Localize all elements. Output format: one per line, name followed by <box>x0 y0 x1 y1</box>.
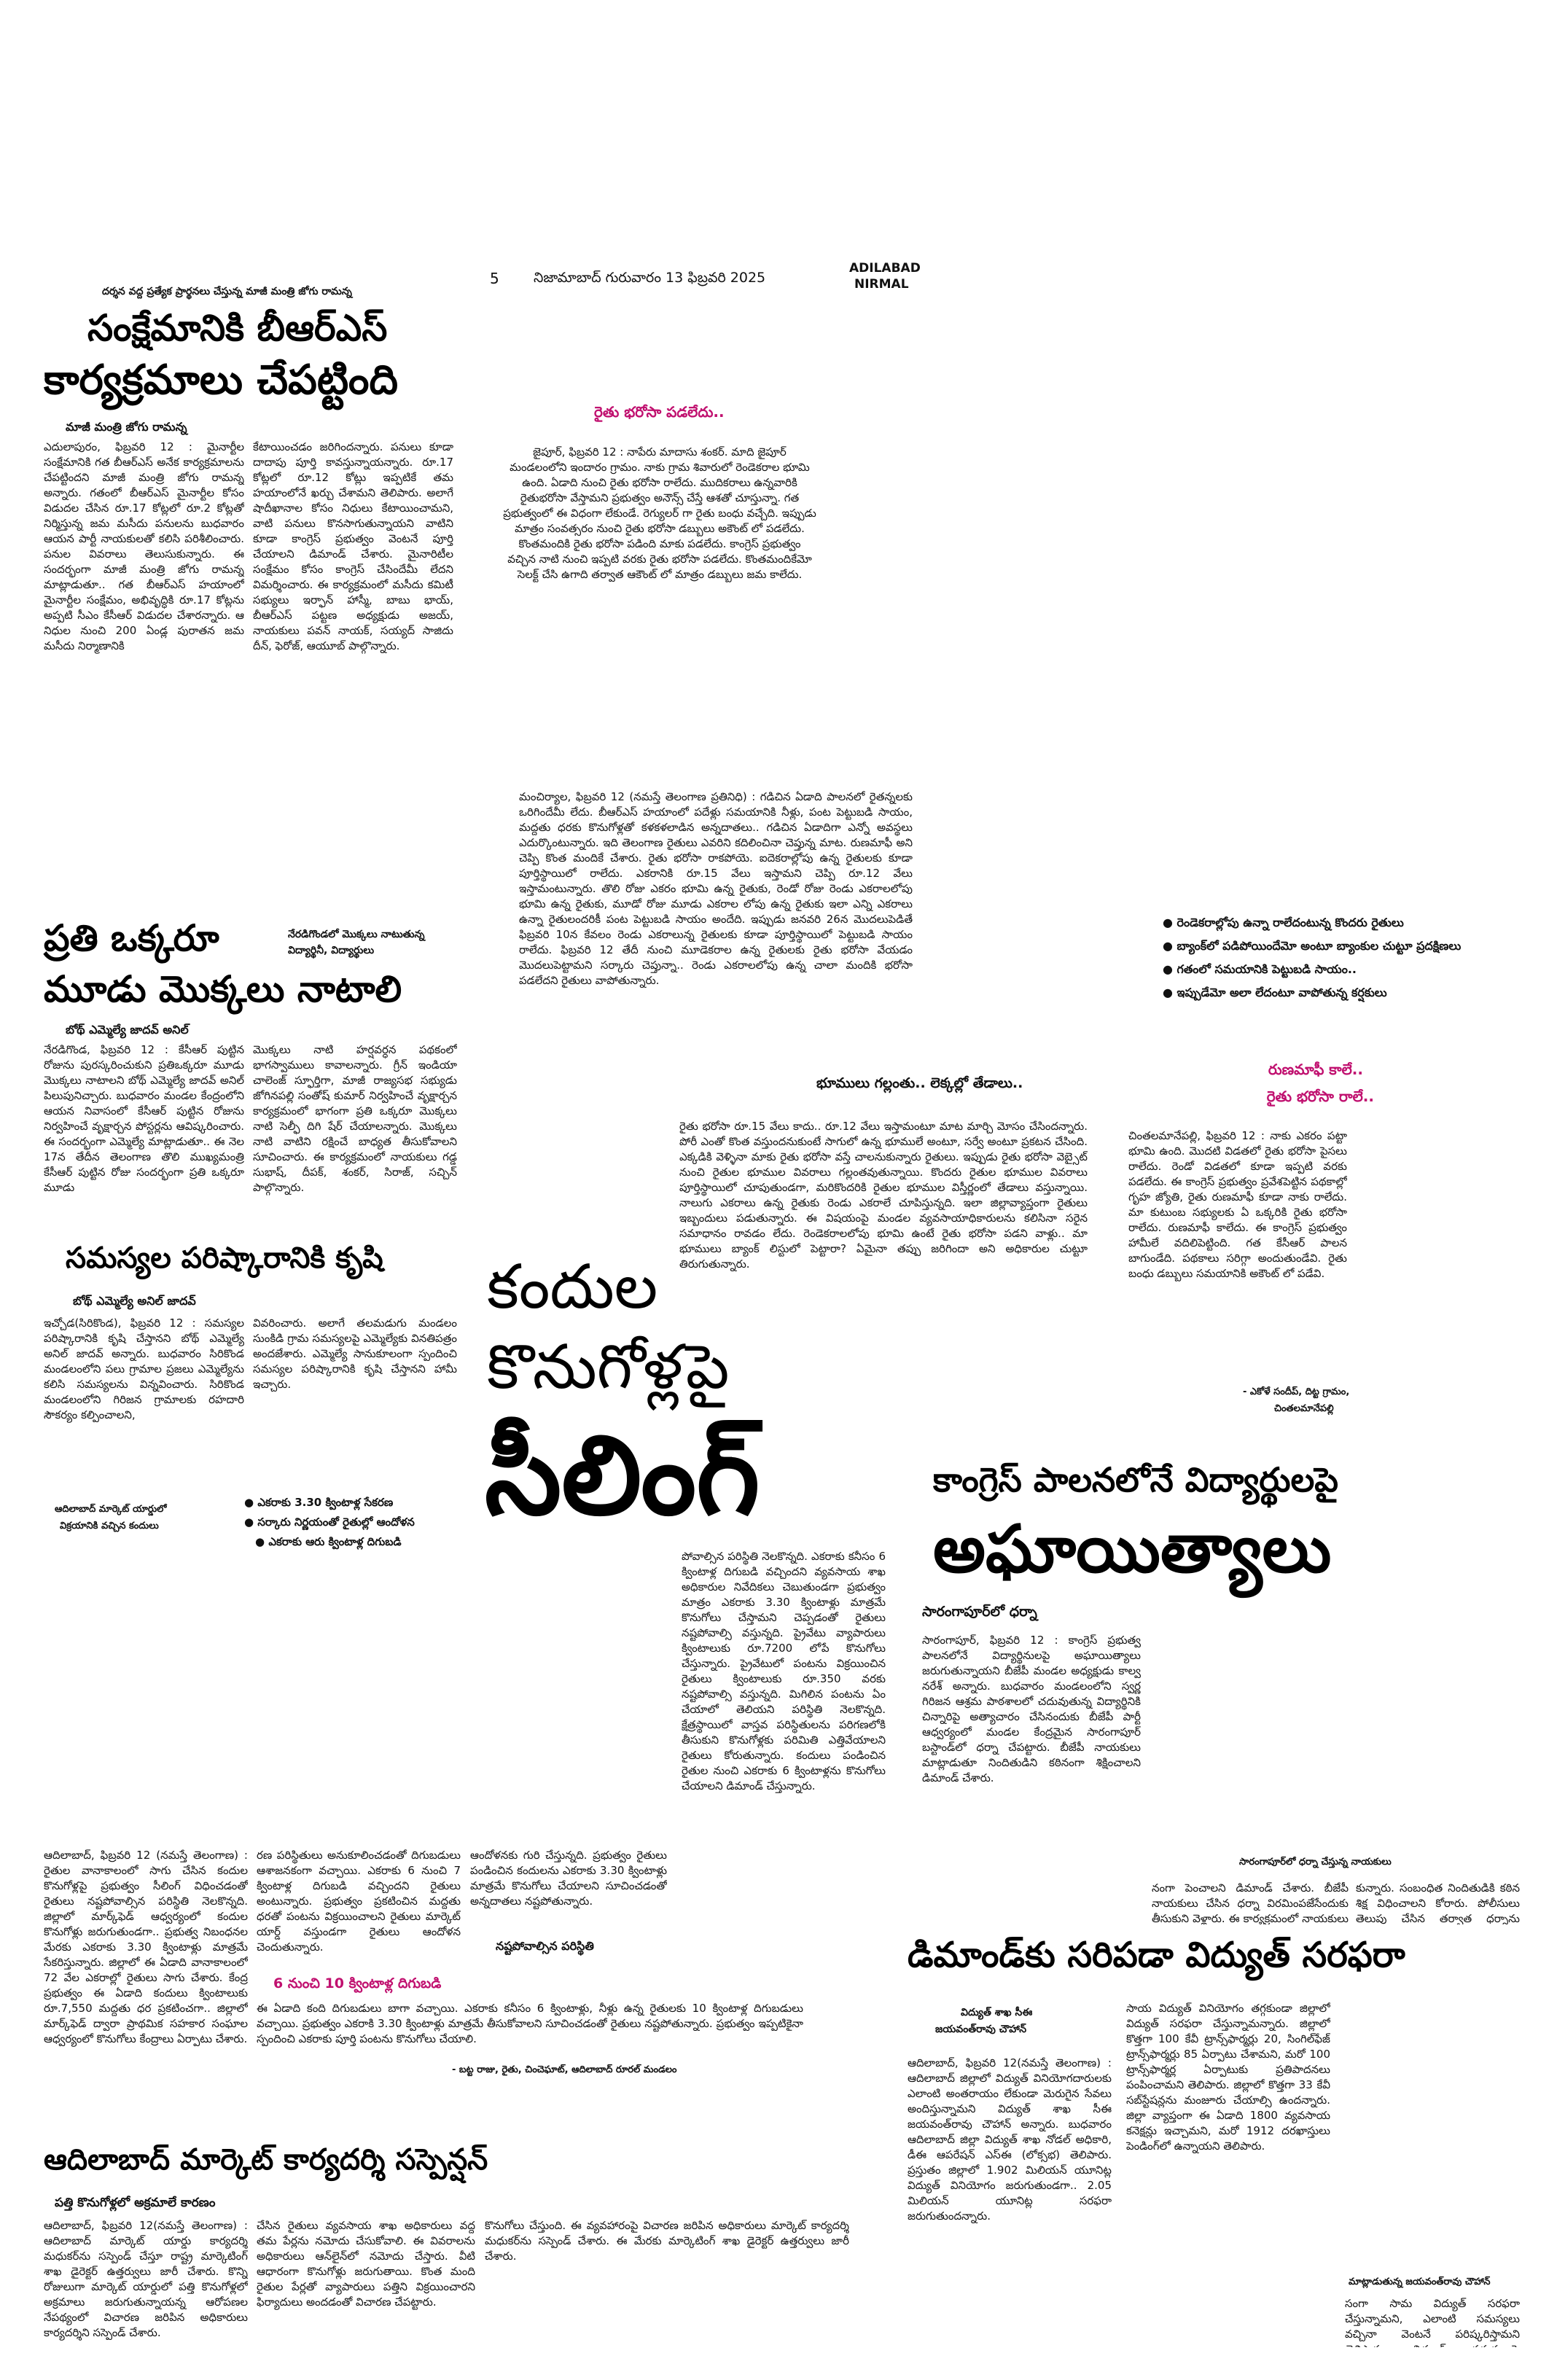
bullet-item: ఇప్పుడేమో అలా లేదంటూ వాపోతున్న కర్షకులు <box>1163 981 1527 1004</box>
story6-photo-caption-1: ఆదిలాబాద్ మార్కెట్ యార్డులో <box>55 1504 167 1515</box>
story6-quote-signature: - బట్ట రాజు, రైతు, చించెఘాట్, ఆదిలాబాద్ … <box>452 2064 677 2075</box>
story7-column-3: కున్నారు. సంబంధిత నిందితుడికి కఠిన శిక్ష… <box>1356 1881 1520 1924</box>
story6-subhead-mid: నష్టపోవాల్సిన పరిస్థితి <box>496 1939 594 1953</box>
story1-byline: మాజీ మంత్రి జోగు రామన్న <box>66 420 187 434</box>
story7-column-2: నంగా పెంచాలని డిమాండ్ చేశారు. బీజేపీ నాయ… <box>1152 1881 1349 1924</box>
story2-body: జైపూర్, ఫిబ్రవరి 12 : నాపేరు మాదాసు శంకర… <box>503 445 816 581</box>
story1-column-2: కేటాయించడం జరిగిందన్నారు. పనులు కూడా దాద… <box>253 440 453 652</box>
story6-column-b: రణ పరిస్థితులు అనుకూలించడంతో దిగుబడులు ఆ… <box>257 1849 461 1954</box>
story4-kicker-b: విద్యార్థినీ, విద్యార్థులు <box>288 945 375 956</box>
date-line: నిజామాబాద్ గురువారం 13 ఫిబ్రవరి 2025 <box>534 270 766 286</box>
edition-line-2: NIRMAL <box>854 277 909 292</box>
story6-headline-2: కొనుగోళ్లపై <box>487 1331 730 1402</box>
story3c-kicker-1: రుణమాఫీ కాలే.. <box>1268 1061 1363 1078</box>
story6-column-a: ఆదిలాబాద్, ఫిబ్రవరి 12 (నమస్తే తెలంగాణ) … <box>44 1849 248 2045</box>
bullet-item: ఎకరాకు ఆరు క్వింటాళ్ల దిగుబడి <box>255 1532 415 1552</box>
story3c-signature-2: చింతలమానేపల్లి <box>1274 1403 1334 1414</box>
story3c-kicker-2: రైతు భరోసా రాలే.. <box>1266 1088 1374 1105</box>
story8-column-2: సాయ విద్యుత్ వినియోగం తగ్గకుండా జిల్లాలో… <box>1126 2002 1330 2153</box>
story9-column-2: చేసిన రైతులు వ్యవసాయ శాఖ అధికారులు వద్ద … <box>257 2219 475 2309</box>
story5-headline: సమస్యల పరిష్కారానికి కృషి <box>66 1241 383 1275</box>
story4-headline-1: ప్రతి ఒక్కరూ <box>44 917 219 959</box>
story4-kicker-a: నేరడిగొండలో మొక్కలు నాటుతున్న <box>288 929 425 940</box>
story6-column-c: ఆందోళనకు గురి చేస్తున్నది. ప్రభుత్వం రైత… <box>470 1849 667 1908</box>
story7-photo-caption: సారంగాపూర్‌లో ధర్నా చేస్తున్న నాయకులు <box>1239 1857 1392 1868</box>
story4-column-1: నేరడిగొండ, ఫిబ్రవరి 12 : కేసీఆర్ పుట్టిన… <box>44 1043 244 1194</box>
story6-headline-3: సీలింగ్ <box>485 1413 760 1540</box>
story4-column-2: మొక్కలు నాటి హర్షవర్ధన పథకంలో భాగస్వాముల… <box>253 1043 457 1194</box>
story2-kicker: రైతు భరోసా పడలేదు.. <box>594 403 725 421</box>
story8-column-3: సంగా సామ విద్యుత్ సరఫరా చేస్తున్నామని, ఎ… <box>1345 2297 1520 2347</box>
story1-headline-2: కార్యక్రమాలు చేపట్టింది <box>44 356 398 404</box>
bullet-item: సర్కారు నిర్ణయంతో రైతుల్లో ఆందోళన <box>244 1513 415 1532</box>
story7-headline-1: కాంగ్రెస్ పాలనలోనే విద్యార్థులపై <box>933 1460 1338 1499</box>
story3-subhead: భూములు గల్లంతు.. లెక్కల్లో తేడాలు.. <box>816 1075 1023 1091</box>
story6-headline-1: కందుల <box>487 1251 658 1322</box>
story8-byline-2: జయవంత్‌రావు చౌహాన్ <box>935 2024 1027 2035</box>
story3c-body: చింతలమానేపల్లి, ఫిబ్రవరి 12 : నాకు ఎకరం … <box>1128 1129 1347 1280</box>
story8-headline: డిమాండ్‌కు సరిపడా విద్యుత్ సరఫరా <box>908 1935 1405 1975</box>
story1-column-1: ఎదులాపురం, ఫిబ్రవరి 12 : మైనార్టీల సంక్ష… <box>44 440 244 652</box>
story6-bullets: ఎకరాకు 3.30 క్వింటాళ్ల సేకరణ సర్కారు నిర… <box>244 1493 415 1552</box>
story6-subhead-magenta: 6 నుంచి 10 క్వింటాళ్ల దిగుబడి <box>273 1975 442 1991</box>
edition-line-1: ADILABAD <box>849 261 921 276</box>
story7-column-1: సారంగాపూర్, ఫిబ్రవరి 12 : కాంగ్రెస్ ప్రభ… <box>922 1634 1141 1784</box>
story7-headline-2: అఘాయిత్యాలు <box>933 1511 1332 1588</box>
story6-column-right: పోవాల్సిన పరిస్థితి నెలకొన్నది. ఎకరాకు క… <box>682 1550 886 1792</box>
story1-headline-1: సంక్షేమానికి బీఆర్ఎస్ <box>87 307 388 349</box>
story8-byline-1: విద్యుత్ శాఖ సీఈ <box>961 2007 1033 2018</box>
bullet-item: ఎకరాకు 3.30 క్వింటాళ్ల సేకరణ <box>244 1493 415 1513</box>
story5-column-2: వివరించారు. అలాగే తలమడుగు మండలం సుంకిడి … <box>253 1316 457 1391</box>
story4-byline: బోథ్ ఎమ్మెల్యే జాదవ్ అనిల్ <box>66 1023 189 1037</box>
story1-kicker: దర్శన వద్ద ప్రత్యేక ప్రార్థనలు చేస్తున్న… <box>102 286 352 297</box>
bullet-item: రెండెకరాల్లోపు ఉన్నా రాలేదంటున్న కొందరు … <box>1163 911 1527 935</box>
story3b-body: రైతు భరోసా రూ.15 వేలు కాదు.. రూ.12 వేలు … <box>679 1120 1088 1271</box>
story4-headline-2: మూడు మొక్కలు నాటాలి <box>44 968 402 1010</box>
story8-column-1: ఆదిలాబాద్, ఫిబ్రవరి 12(నమస్తే తెలంగాణ) :… <box>908 2056 1112 2223</box>
story9-subhead: పత్తి కొనుగోళ్లలో అక్రమాలే కారణం <box>55 2196 216 2210</box>
story7-byline: సారంగాపూర్‌లో ధర్నా <box>922 1604 1037 1620</box>
story5-byline: బోథ్ ఎమ్మెల్యే అనిల్ జాదవ్ <box>73 1294 196 1308</box>
page-number: 5 <box>490 270 499 287</box>
story3c-signature-1: - ఎకోళే సందీప్, దిట్ట గ్రామం, <box>1243 1386 1350 1397</box>
story6-quote: ఈ ఏడాది కంది దిగుబడులు బాగా వచ్చాయి. ఎకర… <box>257 2002 803 2045</box>
bullet-item: గతంలో సమయానికి పెట్టుబడి సాయం.. <box>1163 958 1527 981</box>
story9-headline: ఆదిలాబాద్ మార్కెట్ కార్యదర్శి సస్పెన్షన్ <box>44 2143 488 2177</box>
story5-column-1: ఇచ్చోడ(సిరికొండ), ఫిబ్రవరి 12 : సమస్యల ప… <box>44 1316 244 1421</box>
story3-body: మంచిర్యాల, ఫిబ్రవరి 12 (నమస్తే తెలంగాణ ప… <box>519 790 913 987</box>
bullet-item: బ్యాంక్‌లో పడిపోయిందేమో అంటూ బ్యాంకుల చు… <box>1163 935 1527 958</box>
story9-column-3: కొనుగోలు చేస్తుంది. ఈ వ్యవహారంపై విచారణ … <box>485 2219 849 2263</box>
story8-photo-caption: మాట్లాడుతున్న జయవంత్‌రావు చౌహాన్ <box>1349 2276 1491 2287</box>
story6-photo-caption-2: విక్రయానికి వచ్చిన కందులు <box>60 1521 159 1532</box>
story9-column-1: ఆదిలాబాద్, ఫిబ్రవరి 12(నమస్తే తెలంగాణ) :… <box>44 2219 248 2339</box>
story3-bullets: రెండెకరాల్లోపు ఉన్నా రాలేదంటున్న కొందరు … <box>1163 911 1527 1004</box>
